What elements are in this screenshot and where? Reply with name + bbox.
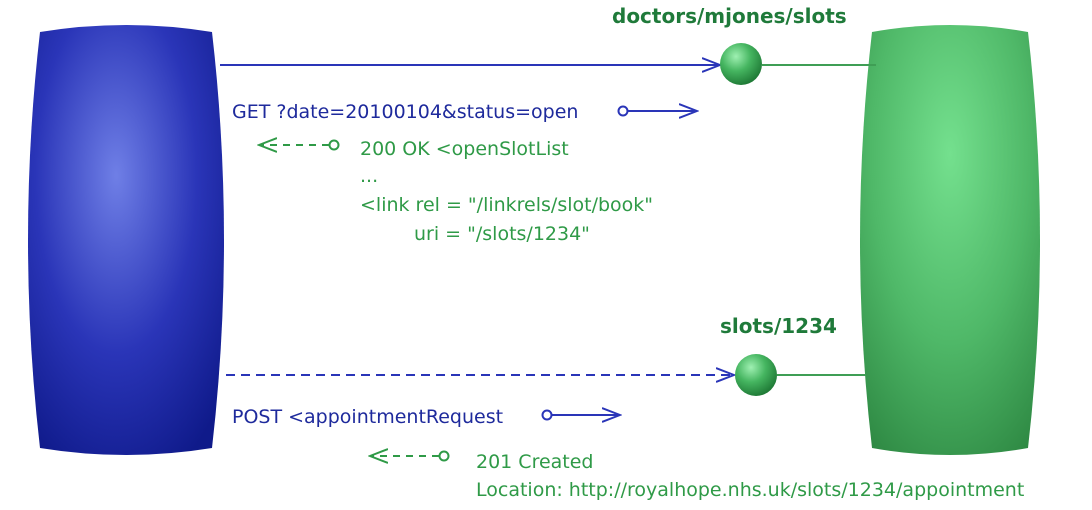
response-status-2: 201 Created xyxy=(476,451,594,473)
slots-resource-node xyxy=(720,43,762,85)
post-request-text: POST <appointmentRequest xyxy=(232,406,503,428)
response-link-rel: <link rel = "/linkrels/slot/book" xyxy=(360,194,653,216)
response-location: Location: http://royalhope.nhs.uk/slots/… xyxy=(476,479,1024,501)
response-symbol-2 xyxy=(438,450,450,462)
get-request-text: GET ?date=20100104&status=open xyxy=(232,101,578,123)
slot-resource-label: slots/1234 xyxy=(720,314,837,338)
response-status-1: 200 OK <openSlotList xyxy=(360,138,569,160)
request-symbol-2 xyxy=(541,409,553,421)
slots-resource-label: doctors/mjones/slots xyxy=(612,4,847,28)
client-node xyxy=(28,25,224,455)
slot-resource-node xyxy=(735,354,777,396)
request-symbol-1 xyxy=(617,105,629,117)
response-ellipsis: ... xyxy=(360,165,378,187)
server-node xyxy=(860,25,1040,455)
response-link-uri: uri = "/slots/1234" xyxy=(414,223,590,245)
response-symbol-1 xyxy=(328,139,340,151)
